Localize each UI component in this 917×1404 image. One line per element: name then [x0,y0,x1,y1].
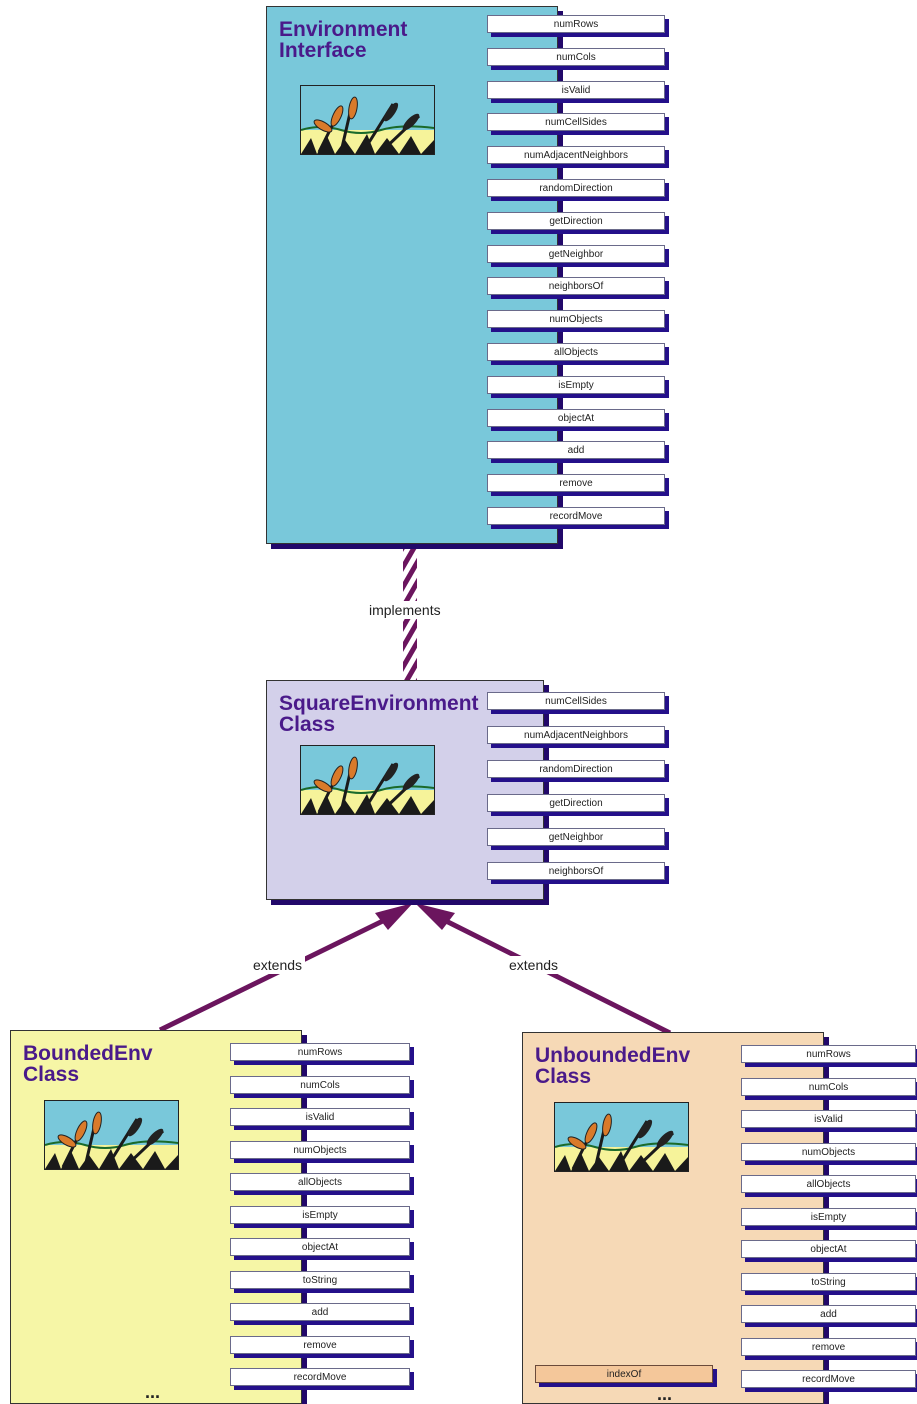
method-isEmpty: isEmpty [487,375,665,394]
method-isValid: isValid [230,1108,410,1126]
cattail-picture-icon [300,85,435,155]
method-numCols: numCols [741,1077,916,1096]
method-recordMove: recordMove [230,1368,410,1386]
extends-right-label: extends [506,956,562,974]
method-isValid: isValid [487,80,665,99]
method-recordMove: recordMove [487,507,665,525]
method-isEmpty: isEmpty [741,1207,916,1226]
unbounded-more-ellipsis: ... [657,1384,673,1404]
method-numCellSides: numCellSides [487,113,665,132]
method-numCols: numCols [487,47,665,66]
method-numAdjacentNeighbors: numAdjacentNeighbors [487,726,665,744]
method-objectAt: objectAt [487,408,665,427]
method-neighborsOf: neighborsOf [487,862,665,880]
method-getDirection: getDirection [487,211,665,230]
method-allObjects: allObjects [230,1173,410,1191]
method-numCellSides: numCellSides [487,692,665,710]
extends-arrowhead-left [375,903,413,930]
method-remove: remove [741,1337,916,1356]
method-isValid: isValid [741,1110,916,1128]
method-numCols: numCols [230,1075,410,1094]
method-add: add [741,1305,916,1323]
method-indexOf: indexOf [535,1365,713,1383]
method-allObjects: allObjects [487,343,665,361]
method-toString: toString [230,1270,410,1289]
method-remove: remove [487,474,665,493]
cattail-picture-icon [300,745,435,815]
bounded-env-class-title: BoundedEnv Class [23,1042,153,1086]
method-numObjects: numObjects [741,1142,916,1161]
method-numRows: numRows [487,15,665,33]
unbounded-env-class-title: UnboundedEnv Class [535,1044,691,1088]
method-add: add [230,1303,410,1321]
method-randomDirection: randomDirection [487,760,665,778]
extends-left-label: extends [250,956,306,974]
method-getNeighbor: getNeighbor [487,244,665,263]
method-add: add [487,441,665,460]
method-isEmpty: isEmpty [230,1205,410,1224]
method-getNeighbor: getNeighbor [487,828,665,846]
method-getDirection: getDirection [487,794,665,812]
method-toString: toString [741,1272,916,1291]
method-neighborsOf: neighborsOf [487,277,665,296]
method-numAdjacentNeighbors: numAdjacentNeighbors [487,146,665,165]
extends-arrowhead-right [415,903,455,930]
method-numObjects: numObjects [230,1140,410,1159]
method-randomDirection: randomDirection [487,179,665,197]
method-remove: remove [230,1335,410,1354]
method-numRows: numRows [741,1045,916,1063]
method-objectAt: objectAt [741,1240,916,1258]
cattail-picture-icon [44,1100,179,1170]
environment-interface-title: Environment Interface [279,18,408,62]
extends-right-connector [434,913,672,1036]
bounded-more-ellipsis: ... [145,1382,161,1402]
implements-label: implements [366,601,444,619]
square-environment-class-title: SquareEnvironment Class [279,692,479,736]
method-objectAt: objectAt [230,1238,410,1256]
method-numObjects: numObjects [487,310,665,329]
method-allObjects: allObjects [741,1175,916,1193]
method-numRows: numRows [230,1043,410,1061]
method-recordMove: recordMove [741,1370,916,1388]
cattail-picture-icon [554,1102,689,1172]
